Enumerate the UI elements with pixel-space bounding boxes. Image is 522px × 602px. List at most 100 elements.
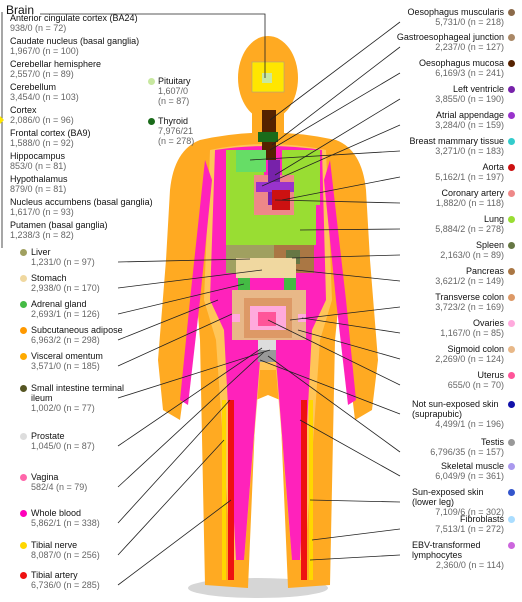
brain-item-name: Hypothalamus [10,174,68,184]
tissue-value: 5,731/0 (n = 218) [435,17,504,27]
atrial-appendage-dot [508,112,515,119]
thyroid-value: 7,976/21 [158,126,194,136]
uterus-dot [508,372,515,379]
tissue-name: Gastroesophageal junction [396,32,504,42]
tissue-name: Oesophagus muscularis [407,7,504,17]
thyroid-label: Thyroid 7,976/21 (n = 278) [158,116,194,146]
brain-item-name: Cerebellum [10,82,57,92]
tissue-value: 3,571/0 (n = 185) [31,361,100,371]
whole-blood-dot [20,510,27,517]
pituitary-value: 1,607/0 [158,86,189,96]
tissue-value: 3,621/2 (n = 149) [435,276,504,286]
tibial-artery-right [301,400,307,580]
brain-item-value: 853/0 (n = 81) [10,160,67,171]
adrenal-gland-dot [20,301,27,308]
ebv-transformed-lymphocytes-dot [508,542,515,549]
spleen-leader [291,254,401,259]
brain-item-frontal-cortex-ba9: Frontal cortex (BA9)1,588/0 (n = 92) [10,128,91,148]
tissue-value: 1,882/0 (n = 118) [435,198,504,208]
fibroblasts-leader [311,528,401,541]
tissue-value: 6,169/3 (n = 241) [435,68,504,78]
oesophagus-muscularis-leader [269,21,401,121]
tissue-value: 6,049/9 (n = 361) [435,471,504,481]
tissue-name: Subcutaneous adipose [31,325,123,335]
brain-item-value: 1,588/0 (n = 92) [10,137,74,148]
tissue-name: Aorta [482,162,504,172]
small-intestine-terminal-ileum-leader [117,349,271,399]
stomach-dot [20,275,27,282]
tissue-name: Oesophagus mucosa [418,58,504,68]
brain-item-name: Frontal cortex (BA9) [10,128,91,138]
testis-dot [508,439,515,446]
tissue-name: Atrial appendage [435,110,504,120]
gastroesophageal-junction-leader [271,46,401,146]
brain-item-name: Nucleus accumbens (basal ganglia) [10,197,153,207]
tissue-value: 6,963/2 (n = 298) [31,335,100,345]
pituitary-label: Pituitary 1,607/0 (n = 87) [158,76,191,106]
ovaries-dot [508,320,515,327]
pituitary-region [262,73,272,83]
tissue-name: Stomach [31,273,67,283]
brain-item-name: Hippocampus [10,151,66,161]
tissue-value: 2,237/0 (n = 127) [435,42,504,52]
subcutaneous-adipose-leader [117,299,219,341]
brain-item-value: 2,557/0 (n = 89) [10,68,74,79]
visceral-omentum-dot [20,353,27,360]
tissue-name: Lung [483,214,504,224]
transverse-colon-leader [289,306,401,321]
brain-item-value: 1,238/3 (n = 82) [10,229,74,240]
sun-exposed-skin-lower-leg-dot [508,489,515,496]
tissue-value: 3,855/0 (n = 190) [435,94,504,104]
tissue-value: 2,693/1 (n = 126) [31,309,100,319]
tissue-value: 1,045/0 (n = 87) [31,441,95,451]
left-ventricle-leader [274,98,401,176]
tissue-value: 6,736/0 (n = 285) [31,580,100,590]
testis-leader [267,355,401,453]
left-ventricle-dot [508,86,515,93]
ovaries-leader [301,317,401,334]
tissue-value: 8,087/0 (n = 256) [31,550,100,560]
tissue-name: Left ventricle [452,84,504,94]
aorta-leader [281,176,401,201]
tissue-name: Testis [480,437,504,447]
thyroid-region [258,132,278,142]
tissue-name: Fibroblasts [459,514,504,524]
breast-mammary-tissue-leader [249,150,401,161]
pituitary-dot [148,78,155,85]
liver-leader [117,258,251,263]
sigmoid-colon-leader [297,329,401,360]
gastroesophageal-junction-dot [508,34,515,41]
tibial-nerve-dot [20,542,27,549]
thyroid-dot [148,118,155,125]
pancreas-dot [508,268,515,275]
tissue-value: 582/4 (n = 79) [31,482,88,492]
tissue-value: 5,162/1 (n = 197) [435,172,504,182]
tissue-name: Visceral omentum [31,351,103,361]
tissue-name: Vagina [31,472,59,482]
tissue-value: 7,109/6 (n = 302) [435,507,504,517]
tissue-name: Sigmoid colon [447,344,504,354]
lung-leader [299,228,401,231]
prostate-dot [20,433,27,440]
tissue-name: EBV-transformed lymphocytes [412,540,481,560]
oesophagus-mucosa-dot [508,60,515,67]
tissue-name: Not sun-exposed skin (suprapubic) [412,399,499,419]
